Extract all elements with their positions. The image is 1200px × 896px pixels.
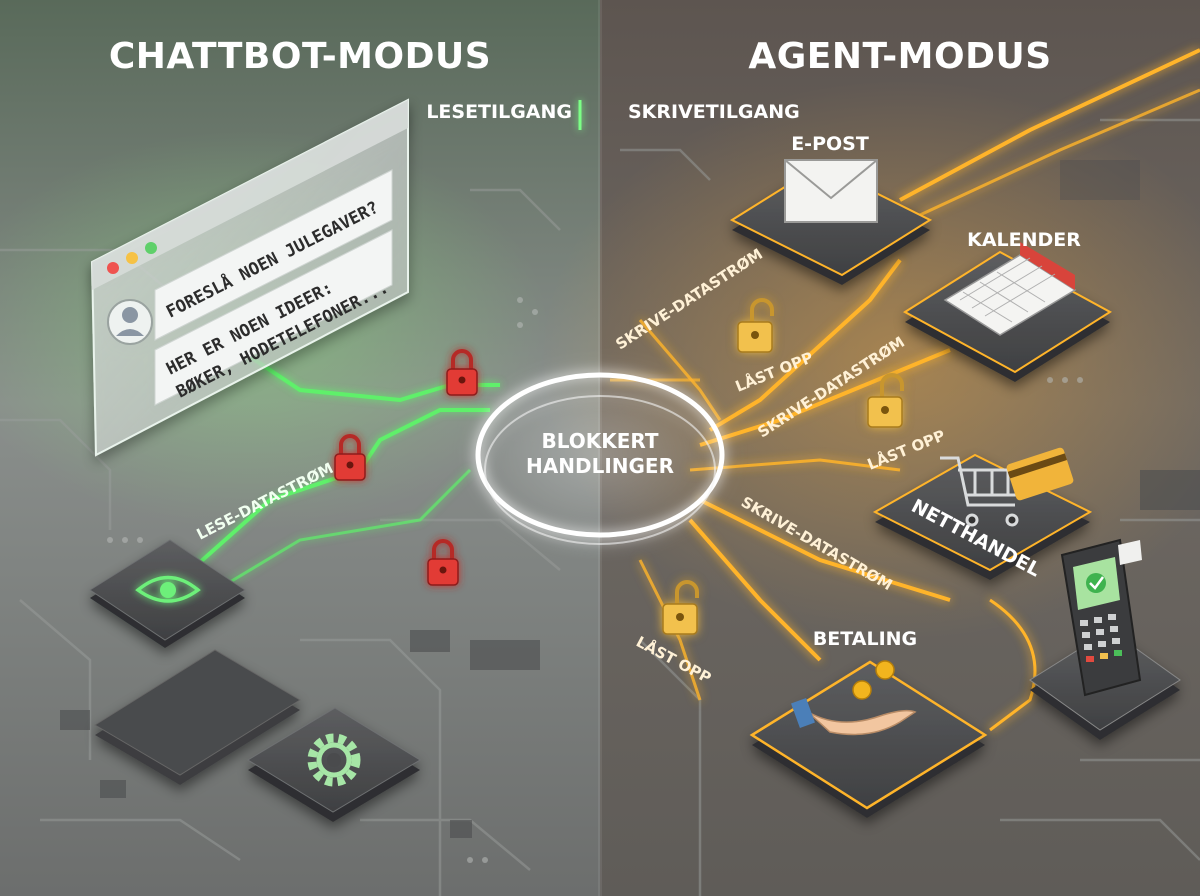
blocked-line2: HANDLINGER [526,454,674,478]
write-access-label: SKRIVETILGANG [628,101,800,123]
large-chip [94,649,301,785]
email-label: E-POST [791,133,869,155]
blocked-line1: BLOKKERT [541,429,658,453]
shop-chip [872,453,1093,580]
window-minimize-dot [126,252,138,264]
padlock-closed-icon [446,349,478,396]
right-title: AGENT-MODUS [748,36,1051,77]
padlock-closed-icon [427,539,459,586]
read-access-label: LESETILGANG [426,101,572,123]
shopping-cart-icon [940,456,1033,527]
calendar-icon [943,242,1077,336]
payment-terminal-icon [1060,538,1142,697]
payment-chip [749,660,988,818]
user-icon [107,299,153,345]
payment-label: BETALING [813,628,917,650]
question-bubble [154,169,393,341]
chat-window [90,98,409,457]
answer-bubble [154,229,393,406]
padlock-open-icon [867,373,904,428]
gear-icon [307,733,361,787]
envelope-icon [784,159,878,223]
padlock-closed-icon [334,434,366,481]
window-close-dot [107,262,119,274]
left-title: CHATTBOT-MODUS [109,36,491,77]
padlock-open-icon [662,580,699,635]
blocked-actions-ring [475,372,725,545]
padlock-open-icon [737,298,774,353]
window-maximize-dot [145,242,157,254]
calendar-label: KALENDER [967,229,1081,251]
eye-icon [135,575,201,603]
hand-coins-icon [791,660,917,736]
credit-card-icon [1006,447,1074,501]
